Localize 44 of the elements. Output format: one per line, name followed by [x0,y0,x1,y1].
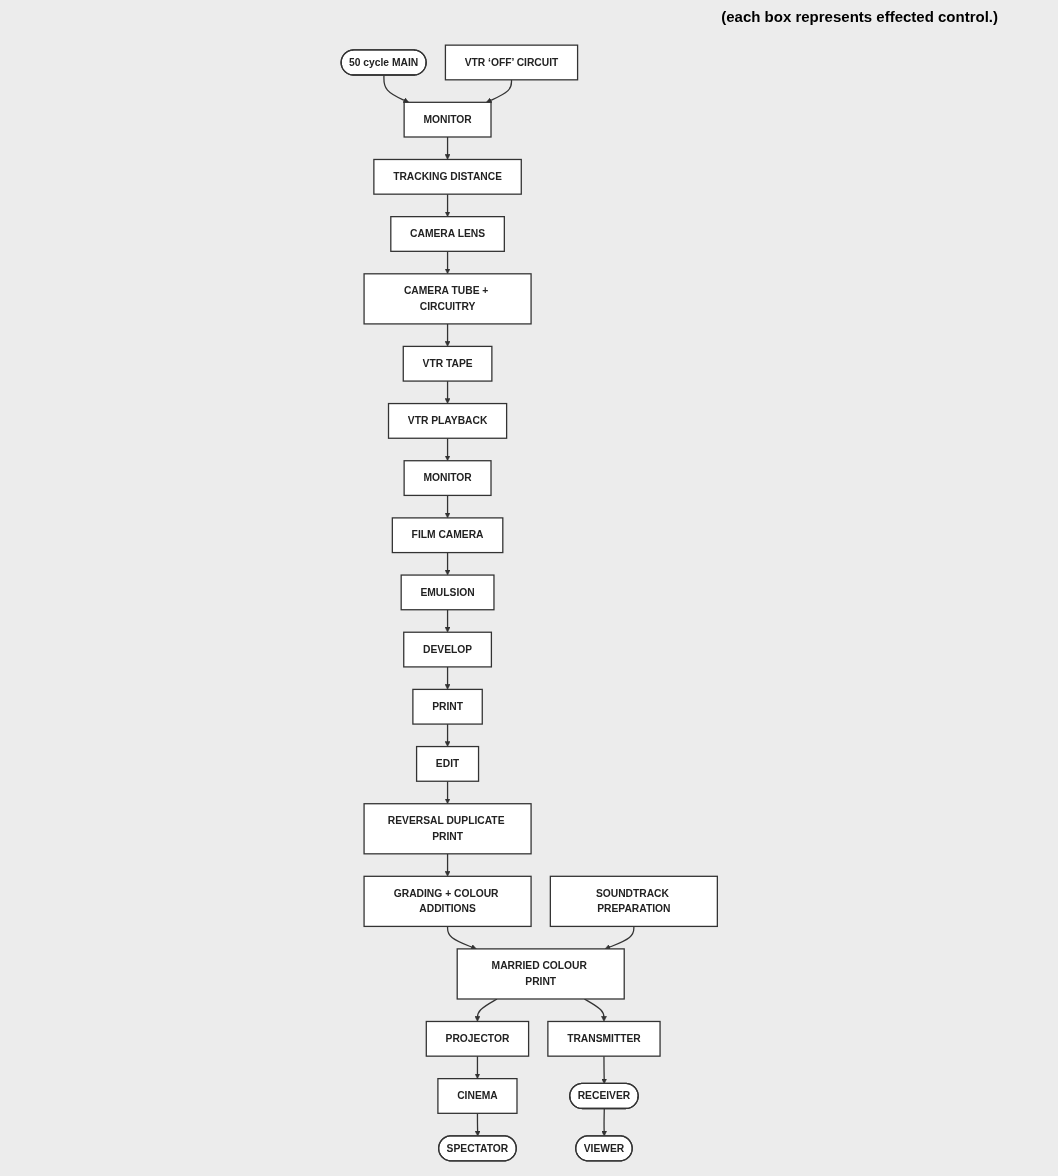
node-box: MONITOR [403,460,492,497]
arrow [444,250,451,275]
node-box: CAMERA LENS [389,216,505,252]
node-box: PROJECTOR [425,1020,529,1057]
arrow [444,723,451,747]
arrow [474,1112,481,1137]
arrow [444,437,451,461]
node-box: VTR TAPE [402,345,493,382]
node-box: PRINT [412,688,483,725]
arrow [444,609,451,633]
node-box: EMULSION [400,574,495,611]
node-box: FILM CAMERA [391,517,504,554]
arrow [601,1108,607,1137]
arrow [444,380,451,404]
arrow [444,136,451,160]
node-box: DEVELOP [402,631,492,668]
node-box: TRANSMITTER [547,1020,661,1057]
arrow [444,853,451,877]
arrow [444,666,451,690]
node-box: EDIT [415,745,479,782]
arrow [474,1055,480,1079]
node-box: MONITOR [403,101,492,138]
node-box: VTR ‘OFF’ CIRCUIT [444,44,578,81]
node-box: VTR PLAYBACK [387,402,507,439]
arrow [485,79,512,103]
node-box: REVERSAL DUPLICATE PRINT [363,803,532,855]
arrow [446,925,477,950]
node-box: GRADING + COLOUR ADDITIONS [363,875,532,928]
node-box: CAMERA TUBE + CIRCUITRY [363,273,532,325]
arrow [383,74,409,103]
node-box: MARRIED COLOUR PRINT [456,948,625,1000]
arrow [444,193,451,217]
arrow [604,925,635,950]
note-text: (each box represents effected control.) [721,8,998,25]
arrow [444,551,451,576]
node-box: SOUNDTRACK PREPARATION [549,875,718,928]
node-box: TRACKING DISTANCE [373,158,522,195]
arrow [444,494,451,519]
node-box: CINEMA [437,1078,518,1114]
arrow [444,780,451,804]
arrow [601,1055,607,1085]
arrow [474,998,498,1022]
arrow [444,323,451,347]
arrow [583,998,607,1022]
